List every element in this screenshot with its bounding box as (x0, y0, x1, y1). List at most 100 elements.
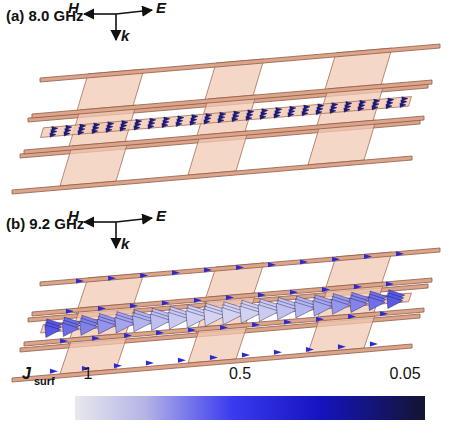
current-arrow (370, 342, 378, 347)
current-arrow (210, 355, 218, 360)
current-arrow (236, 265, 244, 270)
current-arrow (268, 262, 276, 267)
copper-rod (12, 344, 412, 382)
current-arrow (220, 325, 228, 330)
copper-rod (40, 44, 440, 82)
copper-rod (12, 156, 412, 194)
tick-label: 0.05 (389, 366, 420, 382)
current-arrow (140, 273, 148, 278)
current-arrow (258, 292, 266, 297)
copper-rod (40, 248, 440, 286)
tick-label: 0.5 (229, 366, 251, 382)
current-arrow (372, 106, 378, 110)
current-arrow (232, 117, 238, 121)
current-arrow (330, 109, 336, 113)
tick-label: 1 (84, 366, 93, 382)
field-label: H (68, 208, 79, 223)
current-arrow (62, 323, 79, 337)
current-arrow (108, 276, 116, 281)
current-arrow (276, 303, 297, 320)
current-arrow (295, 302, 315, 318)
layer (28, 248, 440, 322)
current-arrow (204, 268, 212, 273)
current-arrow (92, 129, 98, 133)
current-arrow (172, 270, 180, 275)
current-arrow (60, 338, 68, 343)
current-arrow (316, 317, 324, 322)
current-arrow (156, 330, 164, 335)
current-arrow (350, 298, 368, 312)
current-arrow (150, 314, 171, 331)
current-arrow (354, 284, 362, 289)
quantity-symbol: J (22, 366, 31, 382)
layer (12, 308, 424, 382)
current-arrow (396, 251, 404, 256)
current-arrow (114, 363, 122, 368)
current-arrow (194, 298, 202, 303)
current-arrow (364, 254, 372, 259)
current-arrow (124, 333, 132, 338)
current-arrow (313, 301, 333, 317)
current-arrow (316, 110, 322, 114)
current-arrow (344, 108, 350, 112)
current-arrow (306, 347, 314, 352)
current-arrow (130, 303, 138, 308)
current-arrow (284, 319, 292, 324)
copper-rod (24, 116, 424, 154)
current-arrow (260, 115, 266, 119)
current-arrow (146, 361, 154, 366)
current-arrow (50, 133, 56, 137)
current-arrow (338, 344, 346, 349)
current-arrow (242, 352, 250, 357)
current-arrow (162, 301, 170, 306)
current-arrow (64, 132, 70, 136)
current-arrow (400, 103, 406, 107)
current-arrow (331, 299, 350, 314)
current-arrow (97, 319, 116, 334)
current-arrow (252, 322, 260, 327)
field-axes (84, 10, 152, 40)
current-arrow (133, 316, 153, 332)
current-arrow (204, 120, 210, 124)
current-arrow (348, 314, 356, 319)
field-label: k (121, 28, 129, 43)
current-arrow (368, 297, 385, 311)
current-arrow (386, 104, 392, 108)
current-arrow (66, 309, 74, 314)
current-arrow (148, 125, 154, 129)
colorbar (75, 396, 425, 420)
field-label: k (121, 236, 129, 251)
current-arrows (50, 97, 408, 138)
current-arrow (288, 113, 294, 117)
metamaterial-b (12, 248, 440, 382)
current-arrow (322, 287, 330, 292)
current-arrow (134, 126, 140, 130)
current-arrow (218, 119, 224, 123)
current-arrow (106, 128, 112, 132)
current-arrow (178, 358, 186, 363)
current-arrow (332, 257, 340, 262)
current-arrow (115, 317, 135, 333)
copper-rod (32, 80, 432, 118)
current-arrow (258, 305, 279, 322)
field-axes (84, 218, 152, 248)
current-arrow (120, 127, 126, 131)
layer (12, 116, 424, 194)
current-arrow (387, 296, 403, 309)
current-arrow (302, 111, 308, 115)
current-arrow (78, 131, 84, 135)
field-label: E (156, 0, 166, 15)
current-arrow (190, 121, 196, 125)
current-arrows (45, 251, 405, 373)
current-arrow (274, 114, 280, 118)
current-arrow (274, 350, 282, 355)
current-arrow (92, 336, 100, 341)
current-arrow (188, 328, 196, 333)
field-label: E (156, 208, 166, 223)
current-arrow (80, 321, 98, 335)
current-arrow (246, 116, 252, 120)
current-arrow (176, 122, 182, 126)
current-arrow (226, 295, 234, 300)
current-arrow (162, 123, 168, 127)
quantity-subscript: surf (34, 376, 55, 387)
